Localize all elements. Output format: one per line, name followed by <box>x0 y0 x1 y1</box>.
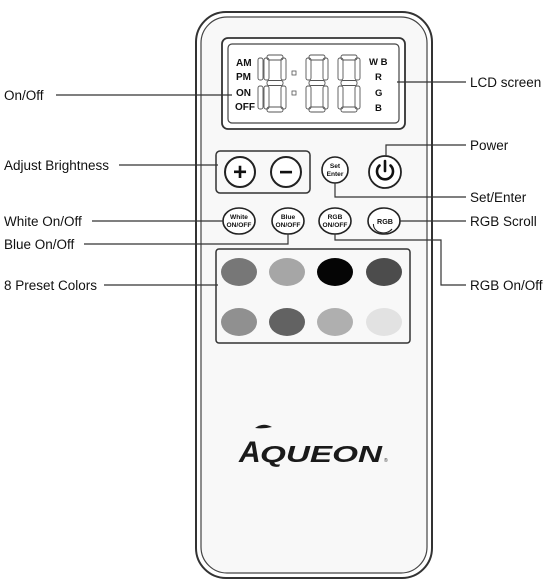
lcd-digit-segment <box>340 54 358 61</box>
white-on-off-label: ON/OFF <box>227 222 252 229</box>
rgb-label: RGB <box>328 214 343 221</box>
plus-icon: + <box>233 159 247 186</box>
white-on-off-button[interactable]: White ON/OFF <box>222 207 256 235</box>
callout-set-enter: Set/Enter <box>470 190 527 205</box>
enter-label: Enter <box>327 171 344 178</box>
lcd-digit-segment <box>337 57 344 81</box>
white-label: White <box>230 214 248 221</box>
aqueon-logo: A QUEON ® <box>238 424 388 469</box>
lcd-digit-segment <box>322 57 329 81</box>
callouts: On/Off LCD screen Power Adjust Brightnes… <box>4 75 543 293</box>
preset-color-button-5[interactable] <box>221 308 257 336</box>
lcd-digit-segment <box>308 80 326 86</box>
callout-adjust-brightness: Adjust Brightness <box>4 158 109 173</box>
leader-rgb-on-off <box>334 234 466 286</box>
lcd-digit-segment <box>354 85 361 110</box>
blue-label: Blue <box>281 214 296 221</box>
callout-8-preset-colors: 8 Preset Colors <box>4 278 97 293</box>
rgb-on-off-button[interactable]: RGB ON/OFF <box>318 207 352 235</box>
leader-lines <box>56 81 466 286</box>
lcd-g-indicator: G <box>375 88 382 99</box>
registered-mark-icon: ® <box>384 457 388 464</box>
preset-color-button-1[interactable] <box>221 258 257 286</box>
set-enter-button[interactable]: Set Enter <box>321 156 349 184</box>
lcd-pm-indicator: PM <box>236 72 251 83</box>
lcd-digit-segment <box>257 85 264 110</box>
lcd-am-indicator: AM <box>236 58 252 69</box>
lcd-digit-segment <box>340 80 358 86</box>
lcd-digit-segment <box>266 54 284 61</box>
preset-color-button-4[interactable] <box>366 258 402 286</box>
lcd-digit-segment <box>322 85 329 110</box>
lcd-digit-segment <box>305 57 312 81</box>
lcd-digit-segment <box>305 85 312 110</box>
lcd-colon-dot <box>291 70 297 76</box>
rgb-scroll-label: RGB <box>377 217 393 226</box>
callout-white-on-off: White On/Off <box>4 214 82 229</box>
leader-set-enter <box>334 183 466 198</box>
lcd-off-indicator: OFF <box>235 102 255 113</box>
callout-rgb-on-off: RGB On/Off <box>470 278 543 293</box>
rgb-scroll-button[interactable]: RGB <box>367 207 401 235</box>
power-icon <box>375 159 395 181</box>
lcd-digit-segment <box>263 85 270 110</box>
set-label: Set <box>330 163 341 170</box>
blue-on-off-label: ON/OFF <box>276 222 301 229</box>
minus-icon: − <box>279 159 293 186</box>
fish-icon <box>255 424 272 429</box>
lcd-r-indicator: R <box>375 72 382 83</box>
preset-color-button-8[interactable] <box>366 308 402 336</box>
lcd-digit-segment <box>263 57 270 81</box>
callout-rgb-scroll: RGB Scroll <box>470 214 537 229</box>
brightness-button-group: + − <box>215 150 311 194</box>
lcd-wb-indicator: W B <box>369 57 388 68</box>
callout-lcd-screen: LCD screen <box>470 75 541 90</box>
callout-blue-on-off: Blue On/Off <box>4 237 75 252</box>
preset-colors-panel <box>215 248 411 344</box>
preset-color-button-2[interactable] <box>269 258 305 286</box>
lcd-digit-segment <box>354 57 361 81</box>
scroll-arrow-icon <box>372 223 393 234</box>
callout-on-off: On/Off <box>4 88 44 103</box>
lcd-digit-segment <box>280 85 287 110</box>
lcd-b-indicator: B <box>375 103 382 114</box>
power-button[interactable] <box>368 155 402 189</box>
lcd-digit-segment <box>266 106 284 113</box>
lcd-on-indicator: ON <box>236 88 251 99</box>
blue-on-off-button[interactable]: Blue ON/OFF <box>271 207 305 235</box>
brand-rest: QUEON <box>260 441 383 467</box>
lcd-digits <box>257 54 361 113</box>
lcd-digit-segment <box>340 106 358 113</box>
lcd-digit-segment <box>308 54 326 61</box>
preset-color-button-3[interactable] <box>317 258 353 286</box>
leader-power <box>385 144 466 156</box>
leader-blue-on-off <box>84 234 289 245</box>
callout-power: Power <box>470 138 509 153</box>
brand-initial: A <box>238 436 261 469</box>
lcd-digit-segment <box>266 80 284 86</box>
lcd-digit-segment <box>337 85 344 110</box>
lcd-digit-segment <box>280 57 287 81</box>
lcd-screen: AM PM ON OFF W B R G B <box>221 37 406 130</box>
lcd-digit-segment <box>308 106 326 113</box>
preset-color-button-7[interactable] <box>317 308 353 336</box>
brightness-plus-button[interactable]: + <box>224 156 256 188</box>
lcd-colon-dot <box>291 90 297 96</box>
remote-body <box>195 11 433 579</box>
preset-color-button-6[interactable] <box>269 308 305 336</box>
lcd-digit-segment <box>257 57 264 81</box>
rgb-on-off-label: ON/OFF <box>323 222 348 229</box>
brightness-minus-button[interactable]: − <box>270 156 302 188</box>
